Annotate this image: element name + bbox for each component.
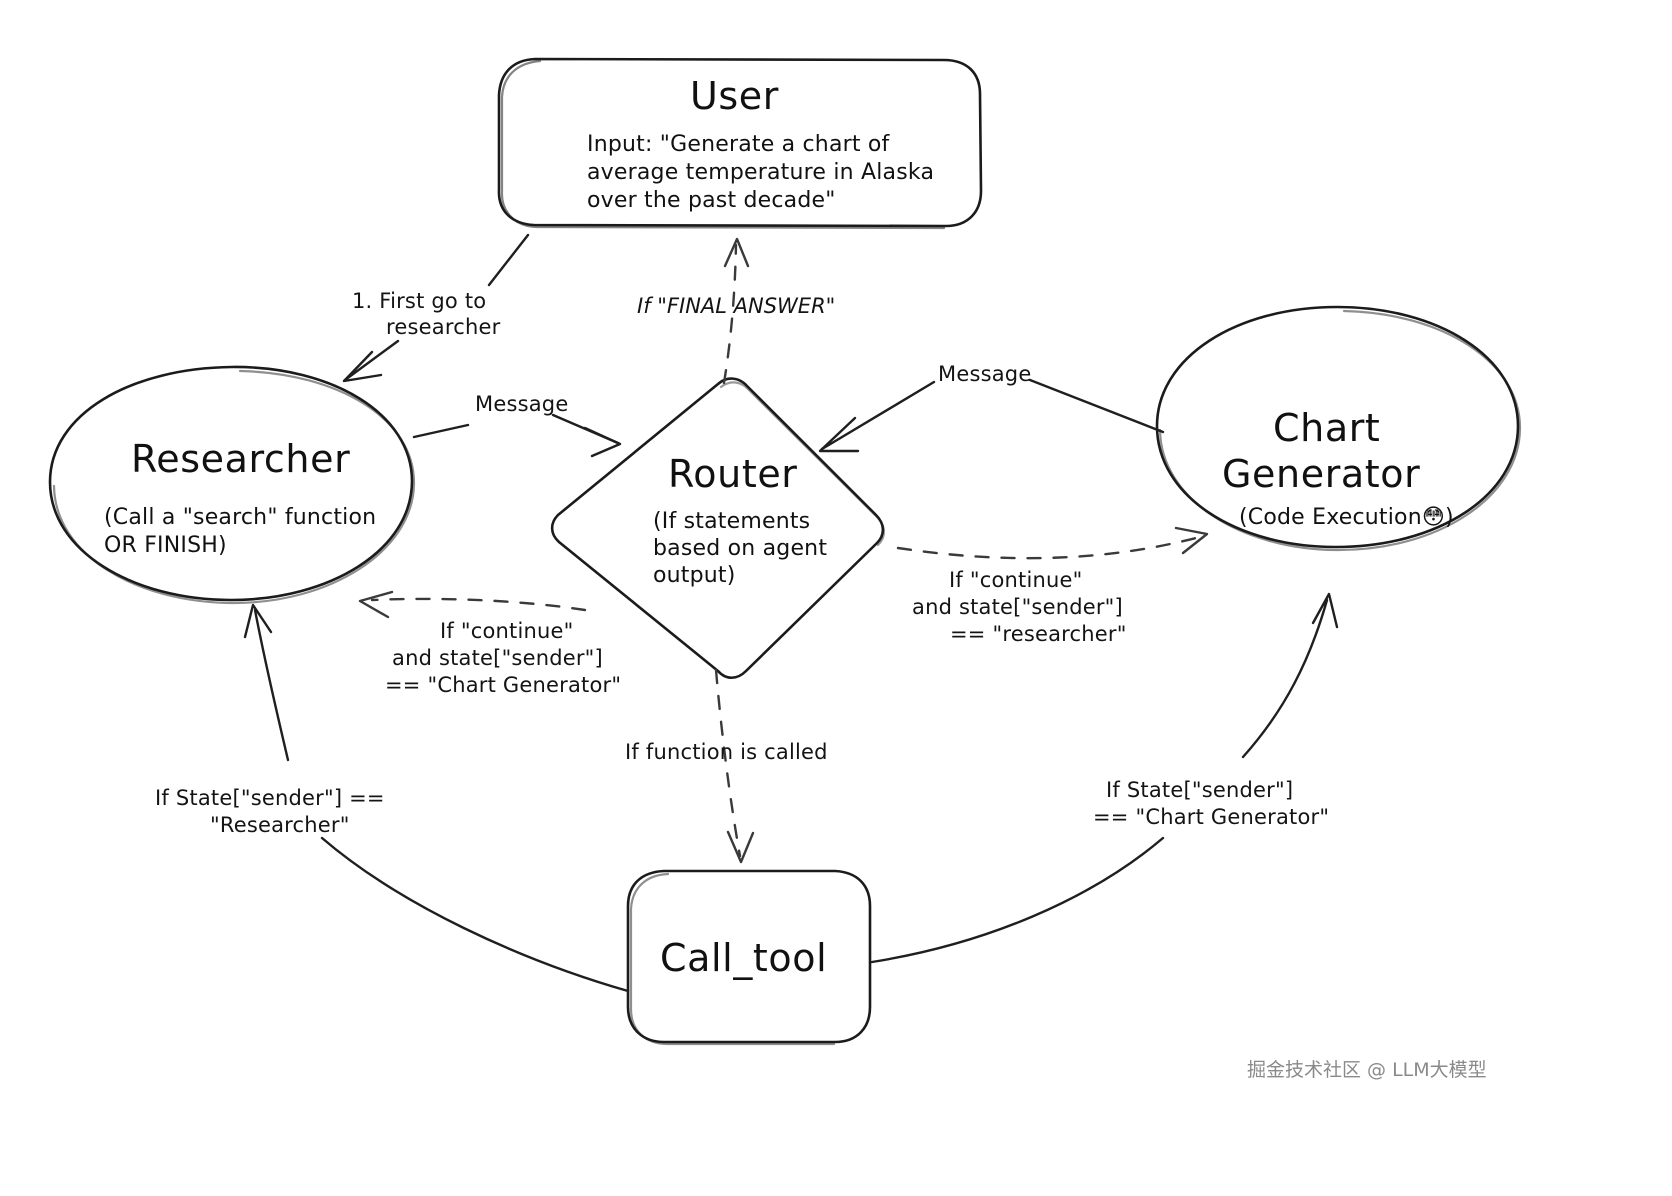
node-user[interactable]: User Input: "Generate a chart of average…	[497, 57, 983, 230]
user-node-sub-1: Input: "Generate a chart of	[587, 132, 891, 157]
router-node-outline	[550, 377, 885, 680]
flushed-face-emoji: 😳	[1422, 505, 1445, 530]
user-node-sub-2: average temperature in Alaska	[587, 160, 934, 185]
user-node-title: User	[690, 74, 779, 118]
chart-generator-sub-text: (Code Execution	[1239, 505, 1422, 530]
node-researcher[interactable]: Researcher (Call a "search" function OR …	[48, 365, 416, 605]
edge-router-to-researcher-line	[370, 597, 587, 612]
edge-router-to-chartgen-label-3: == "researcher"	[950, 622, 1127, 646]
edge-calltool-to-chartgen-line	[870, 836, 1165, 964]
edge-router-to-researcher[interactable]: If "continue" and state["sender"] == "Ch…	[358, 590, 621, 697]
edge-router-to-researcher-arrowhead	[358, 590, 394, 619]
call-tool-node-outline-sketch	[629, 872, 836, 1046]
edge-calltool-to-researcher-line-b	[253, 608, 290, 762]
watermark-text: 掘金技术社区 @ LLM大模型	[1247, 1059, 1487, 1081]
node-call-tool[interactable]: Call_tool	[626, 869, 872, 1046]
edge-researcher-to-router[interactable]: Message	[412, 392, 622, 458]
edge-calltool-to-researcher-label-1: If State["sender"] ==	[155, 786, 385, 810]
router-node-sub-1: (If statements	[653, 509, 810, 534]
edge-user-to-researcher-label-2: researcher	[386, 315, 501, 339]
edge-researcher-to-router-line-a	[412, 423, 470, 439]
edge-calltool-to-researcher-arrowhead	[243, 603, 273, 639]
researcher-node-sub-1: (Call a "search" function	[104, 505, 376, 530]
chart-generator-sub-close: )	[1445, 505, 1454, 530]
edge-user-to-researcher[interactable]: 1. First go to researcher	[342, 233, 530, 383]
edge-user-to-researcher-label-1: 1. First go to	[352, 289, 486, 313]
edge-user-to-researcher-line2	[343, 339, 400, 382]
edge-calltool-to-chartgen-label-2: == "Chart Generator"	[1093, 805, 1329, 829]
edge-calltool-to-researcher-line	[320, 836, 630, 993]
edge-calltool-to-chartgen-line-b	[1241, 598, 1329, 759]
researcher-node-outline	[48, 365, 414, 602]
edge-chartgen-to-router-line-a	[1028, 378, 1165, 434]
node-chart-generator[interactable]: Chart Generator (Code Execution😳)	[1155, 305, 1522, 552]
router-node-sub-2: based on agent	[653, 536, 827, 561]
router-node-title: Router	[668, 452, 798, 496]
call-tool-node-title: Call_tool	[660, 936, 827, 980]
edge-user-to-researcher-line	[487, 233, 530, 287]
user-node-outline	[497, 57, 983, 228]
edge-router-to-researcher-label-3: == "Chart Generator"	[385, 673, 621, 697]
edge-researcher-to-router-arrowhead	[583, 426, 622, 458]
edge-router-to-chartgen[interactable]: If "continue" and state["sender"] == "re…	[896, 526, 1209, 646]
edge-router-to-chartgen-line	[896, 536, 1198, 560]
edge-calltool-to-chartgen-label-1: If State["sender"]	[1106, 778, 1293, 802]
edge-chartgen-to-router-label: Message	[938, 362, 1031, 386]
edge-calltool-to-chartgen-arrowhead	[1311, 592, 1339, 629]
edge-router-to-user-label: If "FINAL ANSWER"	[637, 294, 835, 318]
edge-router-to-chartgen-label-2: and state["sender"]	[912, 595, 1123, 619]
researcher-node-title: Researcher	[131, 437, 350, 481]
svg-text:(Code Execution😳): (Code Execution😳)	[1239, 505, 1454, 530]
router-node-outline-sketch	[719, 381, 886, 547]
edge-router-to-calltool-label: If function is called	[625, 740, 828, 764]
chart-generator-node-title-1: Chart	[1273, 406, 1380, 450]
edge-router-to-calltool-arrowhead	[726, 830, 755, 864]
edge-router-to-calltool-line	[714, 668, 742, 858]
chart-generator-node-title-2: Generator	[1222, 452, 1420, 496]
chart-generator-node-outline-sketch	[1158, 309, 1522, 552]
edge-router-to-researcher-label-1: If "continue"	[440, 619, 574, 643]
researcher-node-outline-sketch	[52, 369, 416, 605]
user-node-outline-sketch	[500, 59, 946, 230]
call-tool-node-outline	[626, 869, 872, 1044]
chart-generator-node-sub: (Code Execution😳)	[1239, 505, 1454, 530]
edge-chartgen-to-router[interactable]: Message	[818, 362, 1165, 453]
edge-router-to-researcher-label-2: and state["sender"]	[392, 646, 603, 670]
edge-router-to-calltool[interactable]: If function is called	[625, 668, 828, 864]
edge-router-to-chartgen-label-1: If "continue"	[949, 568, 1083, 592]
edge-router-to-user[interactable]: If "FINAL ANSWER"	[637, 237, 835, 385]
edge-researcher-to-router-label: Message	[475, 392, 568, 416]
router-node-sub-3: output)	[653, 563, 736, 588]
edge-user-to-researcher-arrowhead	[342, 350, 383, 383]
researcher-node-sub-2: OR FINISH)	[104, 533, 227, 558]
edge-calltool-to-chartgen[interactable]: If State["sender"] == "Chart Generator"	[870, 592, 1339, 964]
edge-router-to-chartgen-arrowhead	[1174, 526, 1209, 555]
edge-calltool-to-researcher-label-2: "Researcher"	[210, 813, 350, 837]
edge-chartgen-to-router-line-b	[820, 380, 936, 451]
edge-chartgen-to-router-arrowhead	[818, 416, 860, 453]
edge-router-to-user-arrowhead	[723, 237, 750, 268]
edge-calltool-to-researcher[interactable]: If State["sender"] == "Researcher"	[155, 603, 630, 993]
node-router[interactable]: Router (If statements based on agent out…	[550, 377, 886, 680]
user-node-sub-3: over the past decade"	[587, 188, 836, 213]
